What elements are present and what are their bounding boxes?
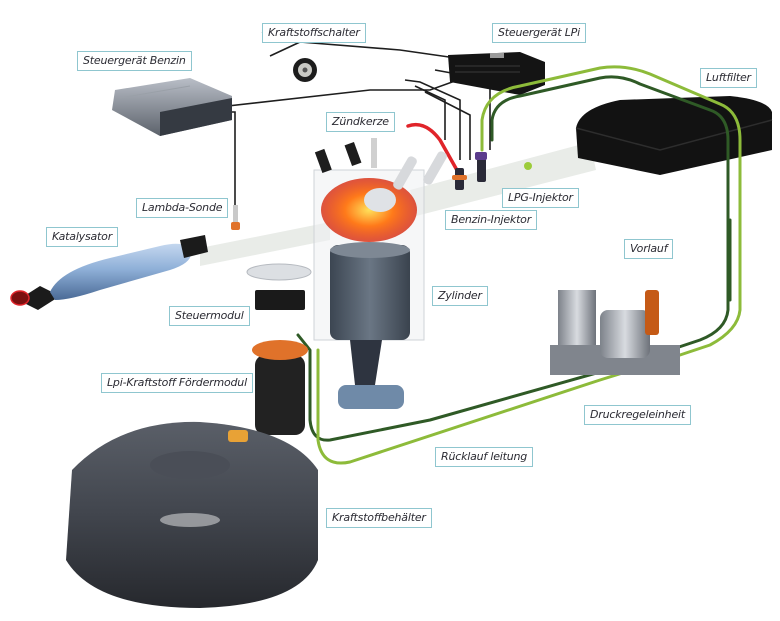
ecu-benzin bbox=[112, 78, 232, 136]
fuel-tank bbox=[66, 421, 318, 608]
label-druckregeleinheit: Druckregeleinheit bbox=[584, 405, 691, 425]
air-filter bbox=[575, 96, 773, 175]
catalytic-converter bbox=[10, 235, 208, 310]
cylinder-assembly bbox=[313, 138, 447, 409]
sensor-dot bbox=[524, 162, 532, 170]
intake-manifold bbox=[200, 142, 596, 266]
label-steuergeraet-benzin: Steuergerät Benzin bbox=[77, 51, 192, 71]
label-ruecklauf-leitung: Rücklauf leitung bbox=[435, 447, 534, 467]
label-lpg-injektor: LPG-Injektor bbox=[502, 188, 579, 208]
label-steuermodul: Steuermodul bbox=[169, 306, 250, 326]
label-kraftstoffbehaelter: Kraftstoffbehälter bbox=[326, 508, 432, 528]
fuel-switch bbox=[293, 58, 317, 82]
label-zuendkerze: Zündkerze bbox=[326, 112, 395, 132]
control-module-part bbox=[246, 263, 312, 310]
label-zylinder: Zylinder bbox=[432, 286, 488, 306]
label-vorlauf: Vorlauf bbox=[624, 239, 674, 259]
label-kraftstoffschalter: Kraftstoffschalter bbox=[262, 23, 366, 43]
fuel-lines bbox=[296, 65, 742, 465]
label-benzin-injektor: Benzin-Injektor bbox=[445, 210, 538, 230]
fuel-pump-module bbox=[252, 340, 308, 435]
label-steuergeraet-lpi: Steuergerät LPi bbox=[492, 23, 586, 43]
label-lpi-foerdermodul: Lpi-Kraftstoff Fördermodul bbox=[101, 373, 253, 393]
pressure-regulator bbox=[550, 290, 680, 375]
benzin-injector-part bbox=[452, 168, 467, 190]
label-luftfilter: Luftfilter bbox=[700, 68, 757, 88]
ecu-lpi bbox=[448, 52, 545, 95]
label-lambda-sonde: Lambda-Sonde bbox=[136, 198, 229, 218]
lpg-injector-part bbox=[475, 152, 487, 182]
ignition-wire bbox=[406, 122, 460, 174]
lambda-sensor bbox=[231, 205, 240, 230]
label-katalysator: Katalysator bbox=[46, 227, 119, 247]
